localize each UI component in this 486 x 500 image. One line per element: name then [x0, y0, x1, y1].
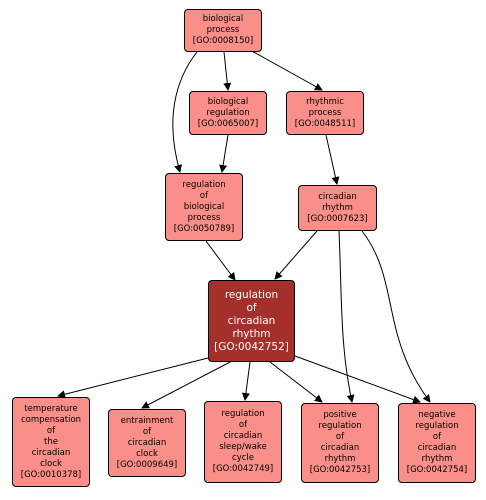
- node-label-line: rhythm: [232, 327, 271, 340]
- node-label-line: circadian: [417, 443, 457, 453]
- node-label-line: [GO:0008150]: [192, 36, 254, 46]
- node-label-line: [GO:0042749]: [212, 464, 274, 474]
- node-label-line: [GO:0050789]: [173, 223, 235, 234]
- node-label-line: positive: [323, 410, 357, 420]
- node-label-line: process: [308, 107, 342, 118]
- node-label-line: circadian: [320, 443, 360, 453]
- node-label-line: circadian: [31, 447, 71, 458]
- node-label-line: clock: [40, 458, 62, 469]
- node-label-line: of: [199, 190, 209, 201]
- node-label-line: regulation: [182, 179, 226, 190]
- edge-cr-prcr: [338, 230, 355, 403]
- node-label-line: [GO:0065007]: [197, 118, 259, 129]
- node-label-line: [GO:0009649]: [116, 459, 178, 470]
- node-label-line: [GO:0042753]: [309, 465, 371, 475]
- node-label-line: the: [44, 436, 58, 447]
- node-label-line: regulation: [224, 288, 279, 301]
- node-label-line: rhythm: [324, 454, 356, 464]
- node-label-line: circadian: [318, 191, 357, 202]
- node-label-line: [GO:0048511]: [294, 118, 356, 129]
- node-label-line: of: [246, 301, 257, 314]
- node-label-line: [GO:0007623]: [307, 213, 368, 224]
- edge-rcr-prcr: [269, 361, 323, 403]
- node-label-line: regulation: [206, 107, 250, 118]
- node-label-line: of: [238, 420, 248, 430]
- edge-cr-rcr: [274, 230, 318, 280]
- node-label-line: negative: [418, 410, 456, 420]
- edge-rcr-rcsw: [241, 361, 251, 401]
- node-label-line: cycle: [232, 453, 254, 463]
- node-label-line: regulation: [318, 421, 362, 431]
- node-label-line: circadian: [127, 437, 167, 448]
- node-label-line: circadian: [223, 431, 263, 441]
- node-label-line: biological: [202, 14, 244, 24]
- node-label-line: temperature: [24, 403, 78, 414]
- node-label-line: biological: [207, 96, 249, 107]
- edge-rbp-rcr: [205, 240, 236, 281]
- node-label-line: [GO:0042754]: [406, 465, 468, 475]
- edge-breg-rbp: [219, 134, 229, 173]
- edge-rcr-nrcr: [294, 355, 421, 404]
- edge-bp-rp: [249, 49, 323, 91]
- node-label-line: biological: [183, 201, 225, 212]
- edge-bp-breg: [223, 51, 232, 91]
- node-label-line: process: [206, 25, 240, 35]
- edge-rcr-tccc: [57, 357, 209, 399]
- edge-bp-rbp: [172, 51, 198, 173]
- node-label-line: regulation: [415, 421, 459, 431]
- node-label-line: rhythm: [421, 454, 453, 464]
- node-label-line: of: [142, 426, 152, 437]
- node-label-line: process: [187, 212, 221, 223]
- node-label-line: rhythm: [322, 202, 353, 213]
- node-label-line: sleep/wake: [219, 442, 267, 452]
- node-label-line: regulation: [221, 409, 265, 419]
- node-label-line: entrainment: [120, 415, 174, 426]
- edge-cr-nrcr: [361, 230, 431, 403]
- node-label-line: of: [46, 425, 56, 436]
- edge-rcr-ecc: [141, 360, 233, 409]
- node-label-line: compensation: [20, 414, 82, 425]
- node-label-line: circadian: [227, 314, 276, 327]
- node-label-line: rhythmic: [306, 96, 344, 107]
- node-label-line: [GO:0042752]: [214, 340, 289, 353]
- node-label-line: of: [432, 432, 442, 442]
- edge-rp-cr: [325, 134, 340, 185]
- node-label-line: [GO:0010378]: [20, 469, 82, 480]
- node-label-line: of: [335, 432, 345, 442]
- node-label-line: clock: [136, 448, 158, 459]
